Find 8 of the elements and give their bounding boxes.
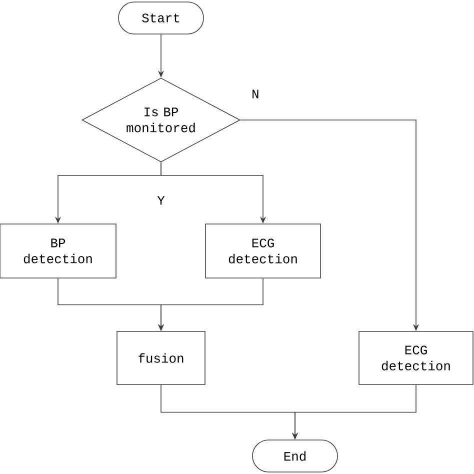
process-box: ECG detection bbox=[205, 224, 321, 278]
terminal-box: End bbox=[252, 440, 338, 472]
edge-label: Y bbox=[156, 195, 166, 206]
process-box: fusion bbox=[116, 331, 206, 385]
process-box: BP detection bbox=[0, 224, 116, 278]
edge-label: N bbox=[250, 88, 260, 100]
process-box: ECG detection bbox=[358, 331, 474, 385]
terminal-box: Start bbox=[118, 2, 204, 34]
